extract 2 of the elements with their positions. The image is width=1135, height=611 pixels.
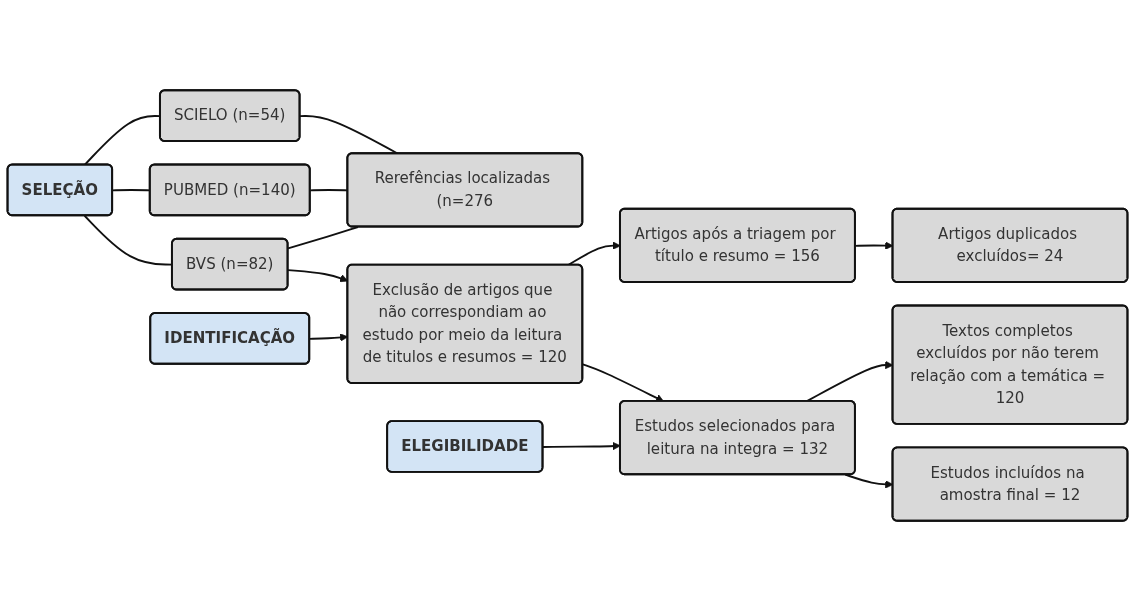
connector [299, 115, 399, 155]
connector [287, 226, 359, 250]
